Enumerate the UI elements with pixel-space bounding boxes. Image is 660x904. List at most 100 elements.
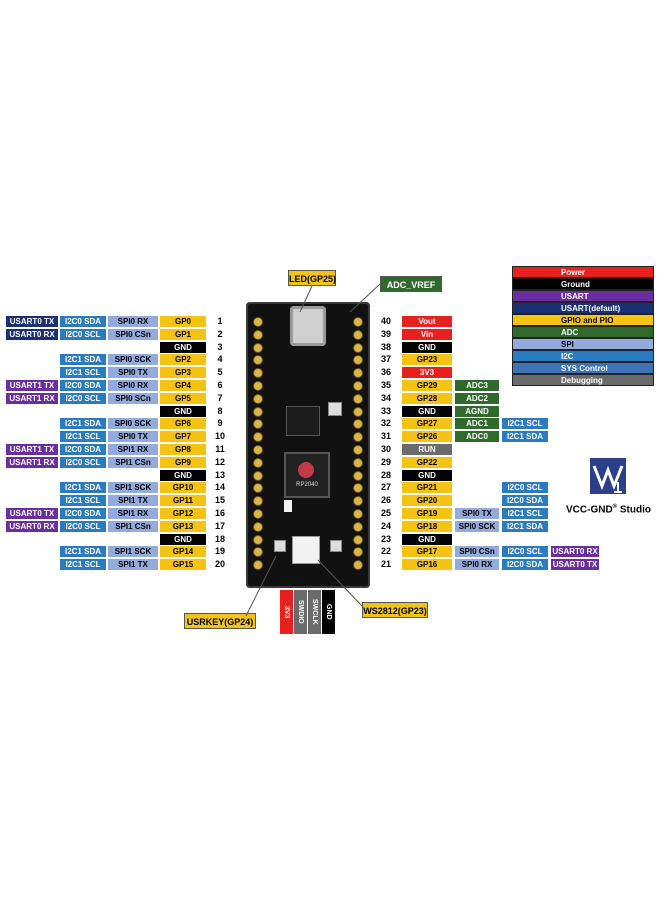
- gnd-label: GND: [160, 405, 206, 417]
- i2c-label: I2C0 SCL: [60, 392, 106, 404]
- header-hole: [354, 458, 362, 467]
- spi-label: SPI1 RX: [108, 444, 158, 455]
- gpio-label: GP26: [402, 431, 452, 443]
- pin-number: 29: [380, 456, 391, 467]
- header-hole: [254, 407, 262, 416]
- uart-label: USART1 RX: [6, 456, 58, 468]
- spi-label: SPI0 TX: [108, 367, 158, 379]
- power-label: 3V3: [402, 367, 452, 379]
- i2c-label: I2C0 SDA: [502, 495, 548, 507]
- i2c-label: I2C0 SCL: [60, 328, 106, 340]
- header-hole: [354, 356, 362, 365]
- header-hole: [254, 420, 262, 429]
- header-hole: [254, 561, 262, 570]
- gpio-label: GP19: [402, 508, 452, 519]
- i2c-label: I2C1 SDA: [60, 482, 106, 494]
- legend-item: GPIO and PIO: [512, 314, 654, 326]
- gpio-label: GP12: [160, 508, 206, 519]
- pin-number: 21: [380, 559, 391, 570]
- rgb-led-small: [284, 500, 292, 512]
- header-hole: [254, 382, 262, 390]
- vcc-gnd-logo-icon: [590, 458, 626, 494]
- header-hole: [254, 343, 262, 352]
- header-hole: [254, 318, 262, 326]
- legend-item: ADC: [512, 326, 654, 338]
- spi-label: SPI1 TX: [108, 495, 158, 507]
- gpio-label: GP15: [160, 559, 206, 571]
- pin-number: 38: [380, 341, 391, 352]
- header-hole: [354, 433, 362, 442]
- debug-label: RUN: [402, 444, 452, 455]
- gnd-label: GND: [160, 469, 206, 481]
- gpio-label: GP6: [160, 418, 206, 430]
- gpio-label: GP2: [160, 354, 206, 366]
- reset-button[interactable]: [330, 540, 342, 552]
- adc-label: ADC3: [455, 380, 499, 391]
- rp2040-chip: RP2040: [284, 452, 330, 498]
- pin-number: 31: [380, 431, 391, 442]
- gpio-label: GP5: [160, 392, 206, 404]
- gpio-label: GP21: [402, 482, 452, 494]
- i2c-label: I2C0 SDA: [60, 380, 106, 391]
- header-hole: [254, 484, 262, 493]
- uart-label: USART1 TX: [6, 444, 58, 455]
- boot-button[interactable]: [328, 402, 342, 416]
- i2c-label: I2C0 SDA: [60, 444, 106, 455]
- i2c-label: I2C1 SCL: [502, 418, 548, 430]
- header-hole: [254, 471, 262, 480]
- i2c-label: I2C0 SCL: [60, 520, 106, 532]
- header-hole: [254, 433, 262, 442]
- header-hole: [354, 522, 362, 531]
- gpio-label: GP9: [160, 456, 206, 468]
- i2c-label: I2C0 SCL: [60, 456, 106, 468]
- header-hole: [254, 535, 262, 544]
- spi-label: SPI0 TX: [455, 508, 499, 519]
- header-hole: [354, 318, 362, 326]
- spi-label: SPI0 RX: [108, 380, 158, 391]
- pin-number: 7: [217, 392, 223, 403]
- pin-number: 20: [214, 559, 225, 570]
- uart-label: USART0 TX: [6, 508, 58, 519]
- user-button[interactable]: [274, 540, 286, 552]
- pin-number: 4: [217, 354, 223, 365]
- uart-label: USART0 RX: [6, 520, 58, 532]
- gpio-label: GP28: [402, 392, 452, 404]
- header-hole: [354, 471, 362, 480]
- spi-label: SPI1 SCK: [108, 482, 158, 494]
- pin-number: 19: [214, 546, 225, 557]
- spi-label: SPI1 CSn: [108, 520, 158, 532]
- spi-label: SPI1 CSn: [108, 456, 158, 468]
- gpio-label: GP14: [160, 546, 206, 558]
- uart-default-label: USART0 RX: [6, 328, 58, 340]
- ground-label: GND: [402, 405, 452, 417]
- header-hole: [354, 407, 362, 416]
- gpio-label: GP1: [160, 328, 206, 340]
- spi-label: SPI0 SCK: [455, 520, 499, 532]
- header-hole: [354, 548, 362, 557]
- pin-number: 36: [380, 367, 391, 378]
- adc-label: ADC1: [455, 418, 499, 430]
- usb-c-connector: [290, 306, 326, 346]
- spi-label: SPI1 SCK: [108, 546, 158, 558]
- legend-item: I2C: [512, 350, 654, 362]
- led-callout: LED(GP25): [288, 270, 336, 286]
- header-hole: [354, 535, 362, 544]
- header-hole: [354, 484, 362, 493]
- header-hole: [354, 394, 362, 403]
- pin-number: 8: [217, 405, 223, 416]
- pin-number: 27: [380, 482, 391, 493]
- power-label: Vin: [402, 328, 452, 340]
- header-hole: [354, 330, 362, 339]
- legend-item: SPI: [512, 338, 654, 350]
- spi-label: SPI0 RX: [108, 316, 158, 327]
- pin-number: 13: [214, 469, 225, 480]
- gpio-label: GP10: [160, 482, 206, 494]
- pin-number: 11: [215, 444, 225, 454]
- header-hole: [254, 356, 262, 365]
- board-pcb: RP2040: [246, 302, 370, 588]
- pin-number: 16: [214, 508, 225, 518]
- spi-label: SPI0 RX: [455, 559, 499, 571]
- header-hole: [354, 510, 362, 518]
- pin-number: 25: [380, 508, 391, 518]
- legend-item: USART: [512, 290, 654, 302]
